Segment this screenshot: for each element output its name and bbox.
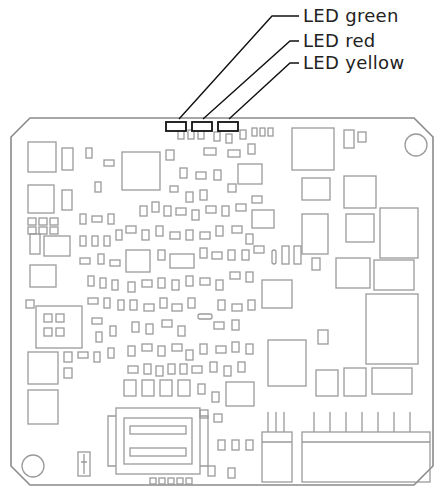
- leader-line: [179, 16, 299, 119]
- callout-label: LED yellow: [303, 52, 404, 74]
- led-green: [166, 122, 186, 131]
- callout-label: LED green: [303, 5, 399, 27]
- led-red: [192, 122, 212, 131]
- callout-label: LED red: [303, 30, 376, 52]
- led-yellow: [218, 122, 238, 131]
- leader-line: [203, 41, 299, 119]
- leader-line: [229, 63, 299, 119]
